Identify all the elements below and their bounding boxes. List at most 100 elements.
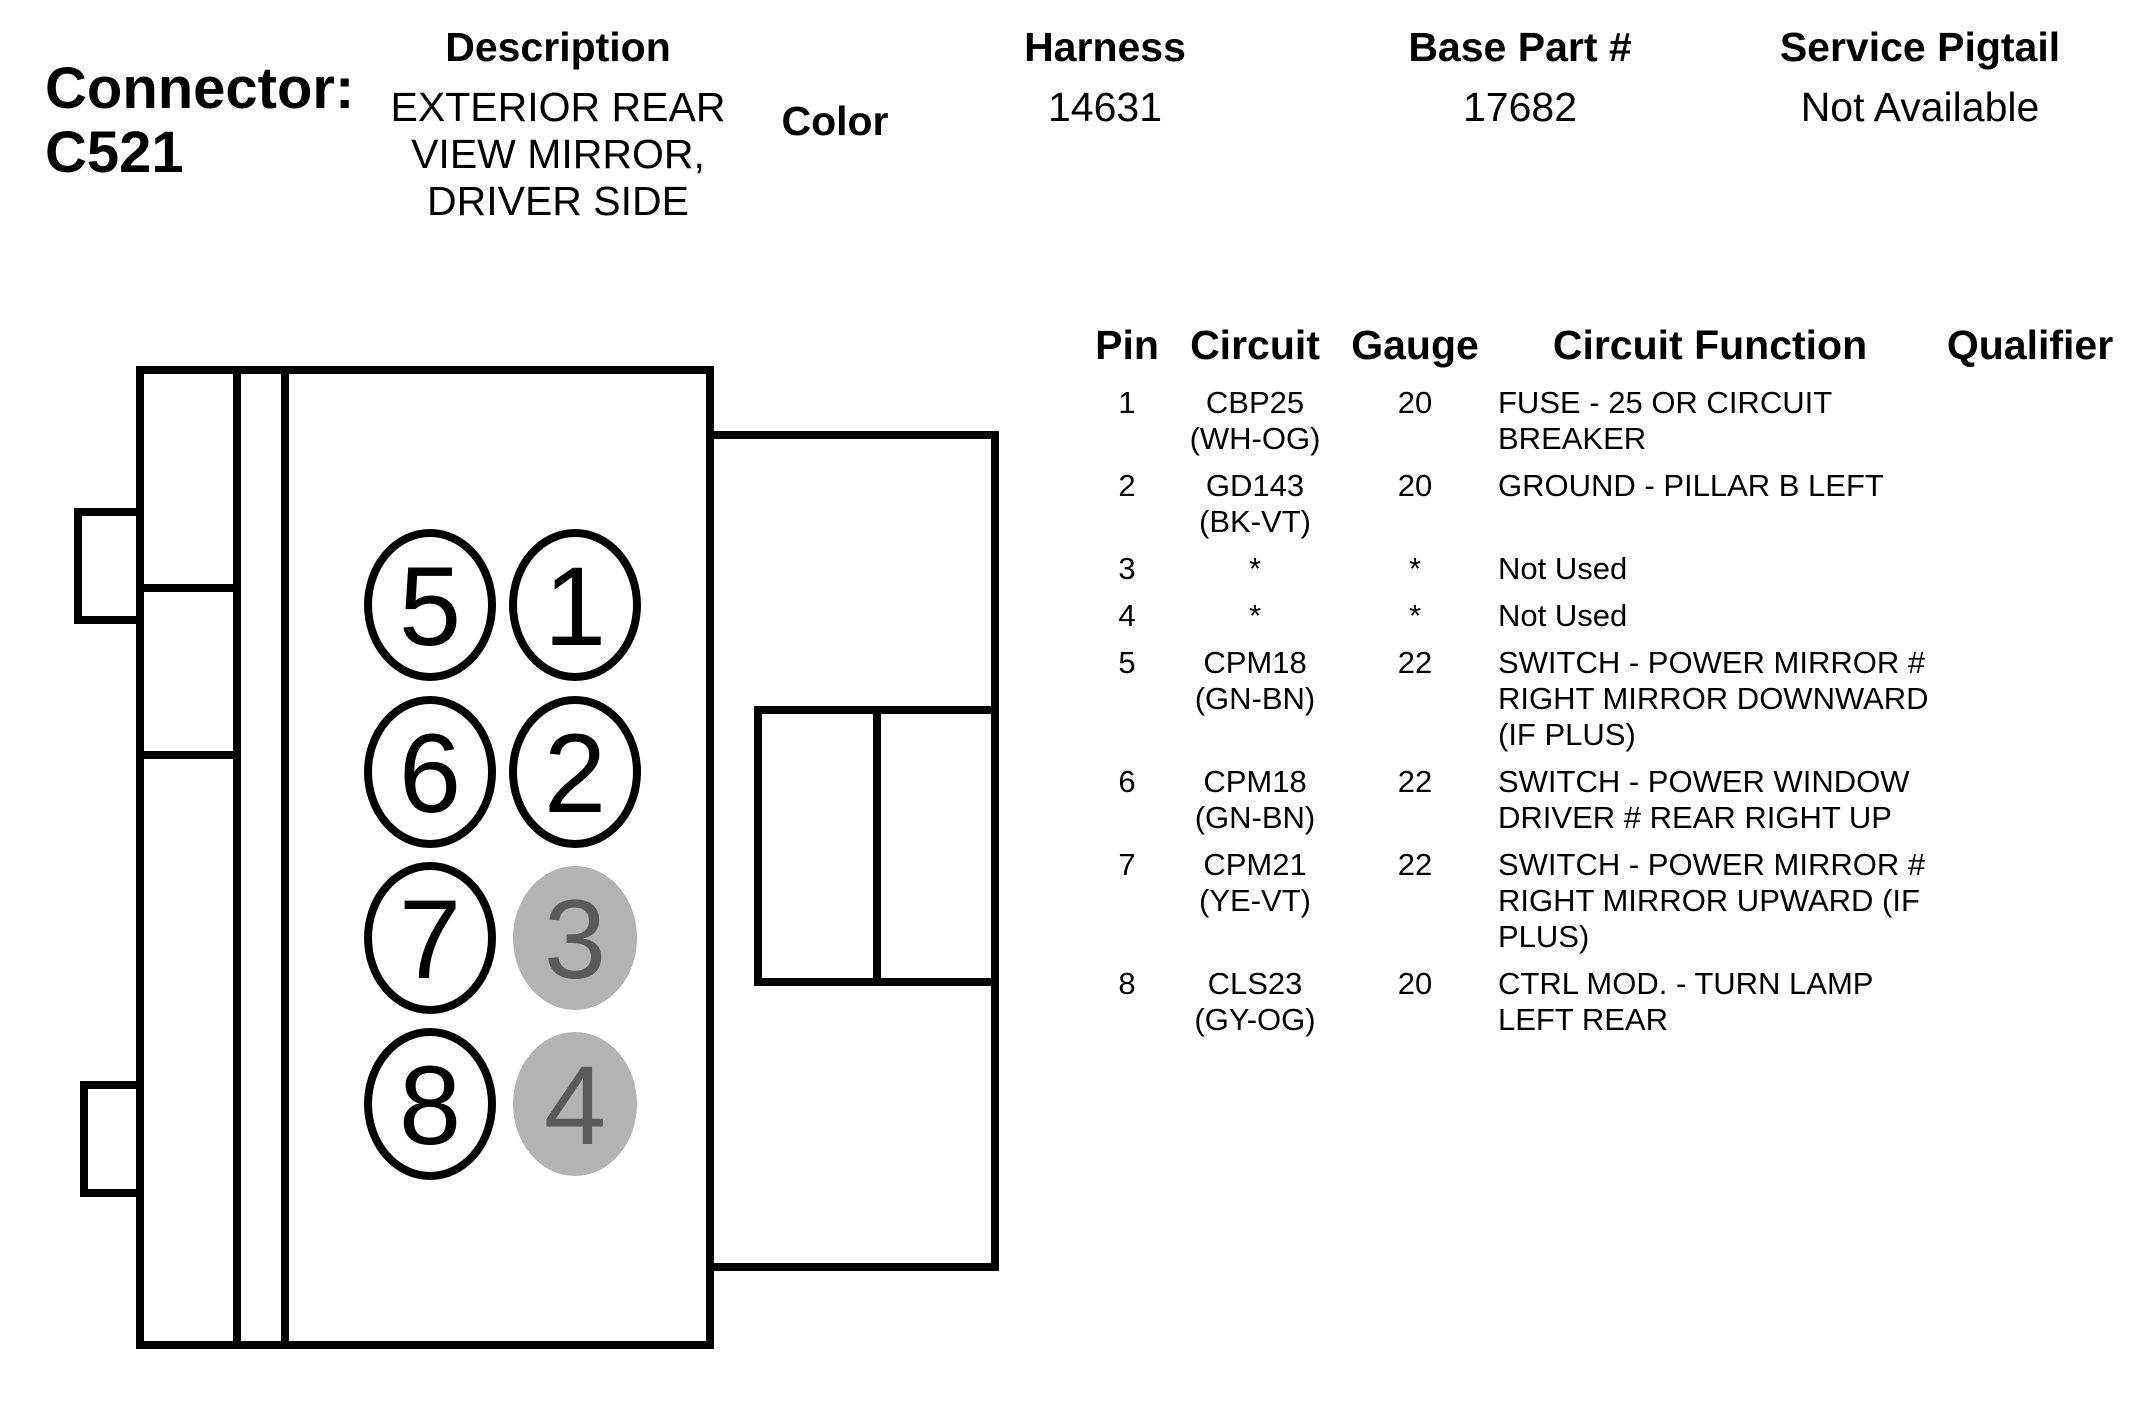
circuit-cell: GD143(BK-VT) (1185, 468, 1325, 540)
function-line: SWITCH - POWER WINDOW (1498, 764, 1910, 799)
function-line: SWITCH - POWER MIRROR # (1498, 847, 1926, 882)
pin-circle (364, 862, 496, 1014)
circuit-line: (GN-BN) (1194, 681, 1316, 716)
pin-cavity: 2 (509, 696, 641, 848)
pin-cell: 5 (1118, 645, 1136, 680)
service-pigtail-label: Service Pigtail (1779, 24, 2061, 70)
pin-cavity: 4 (513, 1032, 637, 1176)
column-header-circuit: Circuit (1190, 322, 1320, 368)
connector-title: Connector: C521 (45, 57, 354, 185)
circuit-cell: CPM18(GN-BN) (1185, 645, 1325, 717)
circuit-function-cell: GROUND - PILLAR B LEFT (1498, 468, 1884, 504)
pin-number: 3 (544, 877, 606, 1002)
description-value: EXTERIOR REAR VIEW MIRROR, DRIVER SIDE (368, 84, 748, 225)
pin-circle (509, 696, 641, 848)
pin-cavity: 7 (364, 862, 496, 1014)
description-line: DRIVER SIDE (427, 178, 689, 224)
circuit-line: (BK-VT) (1199, 504, 1311, 539)
circuit-cell: CPM18(GN-BN) (1185, 764, 1325, 836)
description-line: EXTERIOR REAR (390, 84, 726, 130)
circuit-cell: * (1185, 551, 1325, 587)
pin-number: 5 (399, 544, 461, 669)
function-line: RIGHT MIRROR UPWARD (IF (1498, 883, 1920, 918)
circuit-function-cell: Not Used (1498, 598, 1627, 634)
right-extension (710, 431, 999, 1271)
pin-cavity: 6 (364, 696, 496, 848)
circuit-line: CPM21 (1203, 847, 1307, 882)
gauge-cell: 22 (1397, 645, 1433, 680)
left-latch-tab (80, 1081, 144, 1197)
circuit-line: GD143 (1205, 468, 1305, 503)
circuit-line: CPM18 (1203, 645, 1307, 680)
circuit-line: CLS23 (1207, 966, 1303, 1001)
pin-number: 4 (544, 1043, 606, 1168)
pin-cell: 6 (1118, 764, 1136, 799)
function-line: (IF PLUS) (1498, 717, 1636, 752)
pin-circle (364, 696, 496, 848)
pin-cavity: 5 (364, 529, 496, 681)
circuit-line: CBP25 (1205, 385, 1305, 420)
pin-circle (364, 529, 496, 681)
function-line: PLUS) (1498, 919, 1590, 954)
pin-cavity: 3 (513, 866, 637, 1010)
unused-pin-circle (513, 866, 637, 1010)
description-label: Description (445, 24, 671, 70)
harness-value: 14631 (1047, 84, 1162, 130)
pin-circle (509, 529, 641, 681)
gauge-cell: 20 (1397, 385, 1433, 420)
column-header-qualifier: Qualifier (1946, 322, 2114, 368)
pin-cavity: 1 (509, 529, 641, 681)
gauge-cell: * (1408, 598, 1422, 633)
function-line: CTRL MOD. - TURN LAMP (1498, 966, 1874, 1001)
pin-number: 8 (399, 1043, 461, 1168)
pin-cell: 1 (1118, 385, 1136, 420)
circuit-line: (GN-BN) (1194, 800, 1316, 835)
function-line: GROUND - PILLAR B LEFT (1498, 468, 1884, 503)
pin-number: 7 (399, 877, 461, 1002)
circuit-function-cell: Not Used (1498, 551, 1627, 587)
function-line: DRIVER # REAR RIGHT UP (1498, 800, 1892, 835)
circuit-cell: * (1185, 598, 1325, 634)
function-line: Not Used (1498, 551, 1628, 586)
function-line: BREAKER (1498, 421, 1647, 456)
pin-cavity: 8 (364, 1028, 496, 1180)
circuit-line: (GY-OG) (1194, 1002, 1316, 1037)
circuit-cell: CBP25(WH-OG) (1185, 385, 1325, 457)
circuit-line: * (1248, 598, 1262, 633)
base-part-value: 17682 (1462, 84, 1577, 130)
column-header-gauge: Gauge (1351, 322, 1479, 368)
gauge-cell: 22 (1397, 847, 1433, 882)
function-line: LEFT REAR (1498, 1002, 1668, 1037)
pin-number: 1 (544, 544, 606, 669)
column-header-pin: Pin (1095, 322, 1159, 368)
connector-body (136, 366, 714, 1349)
pin-number: 2 (544, 711, 606, 836)
gauge-cell: * (1408, 551, 1422, 586)
base-part-label: Base Part # (1408, 24, 1632, 70)
circuit-cell: CPM21(YE-VT) (1185, 847, 1325, 919)
function-line: FUSE - 25 OR CIRCUIT (1498, 385, 1833, 420)
circuit-line: CPM18 (1203, 764, 1307, 799)
harness-label: Harness (1024, 24, 1186, 70)
unused-pin-circle (513, 1032, 637, 1176)
connector-housing-outline (74, 366, 999, 1349)
pin-cell: 7 (1118, 847, 1136, 882)
pin-cell: 8 (1118, 966, 1136, 1001)
circuit-function-cell: SWITCH - POWER MIRROR #RIGHT MIRROR DOWN… (1498, 645, 1929, 753)
circuit-line: (YE-VT) (1199, 883, 1311, 918)
left-latch-tab (74, 508, 144, 624)
gauge-cell: 20 (1397, 966, 1433, 1001)
pin-cell: 3 (1118, 551, 1136, 586)
function-line: Not Used (1498, 598, 1628, 633)
circuit-line: * (1248, 551, 1262, 586)
function-line: RIGHT MIRROR DOWNWARD (1498, 681, 1929, 716)
service-pigtail-value: Not Available (1800, 84, 2040, 130)
color-label: Color (781, 98, 889, 144)
connector-label: Connector: (45, 56, 355, 121)
pin-cell: 2 (1118, 468, 1136, 503)
